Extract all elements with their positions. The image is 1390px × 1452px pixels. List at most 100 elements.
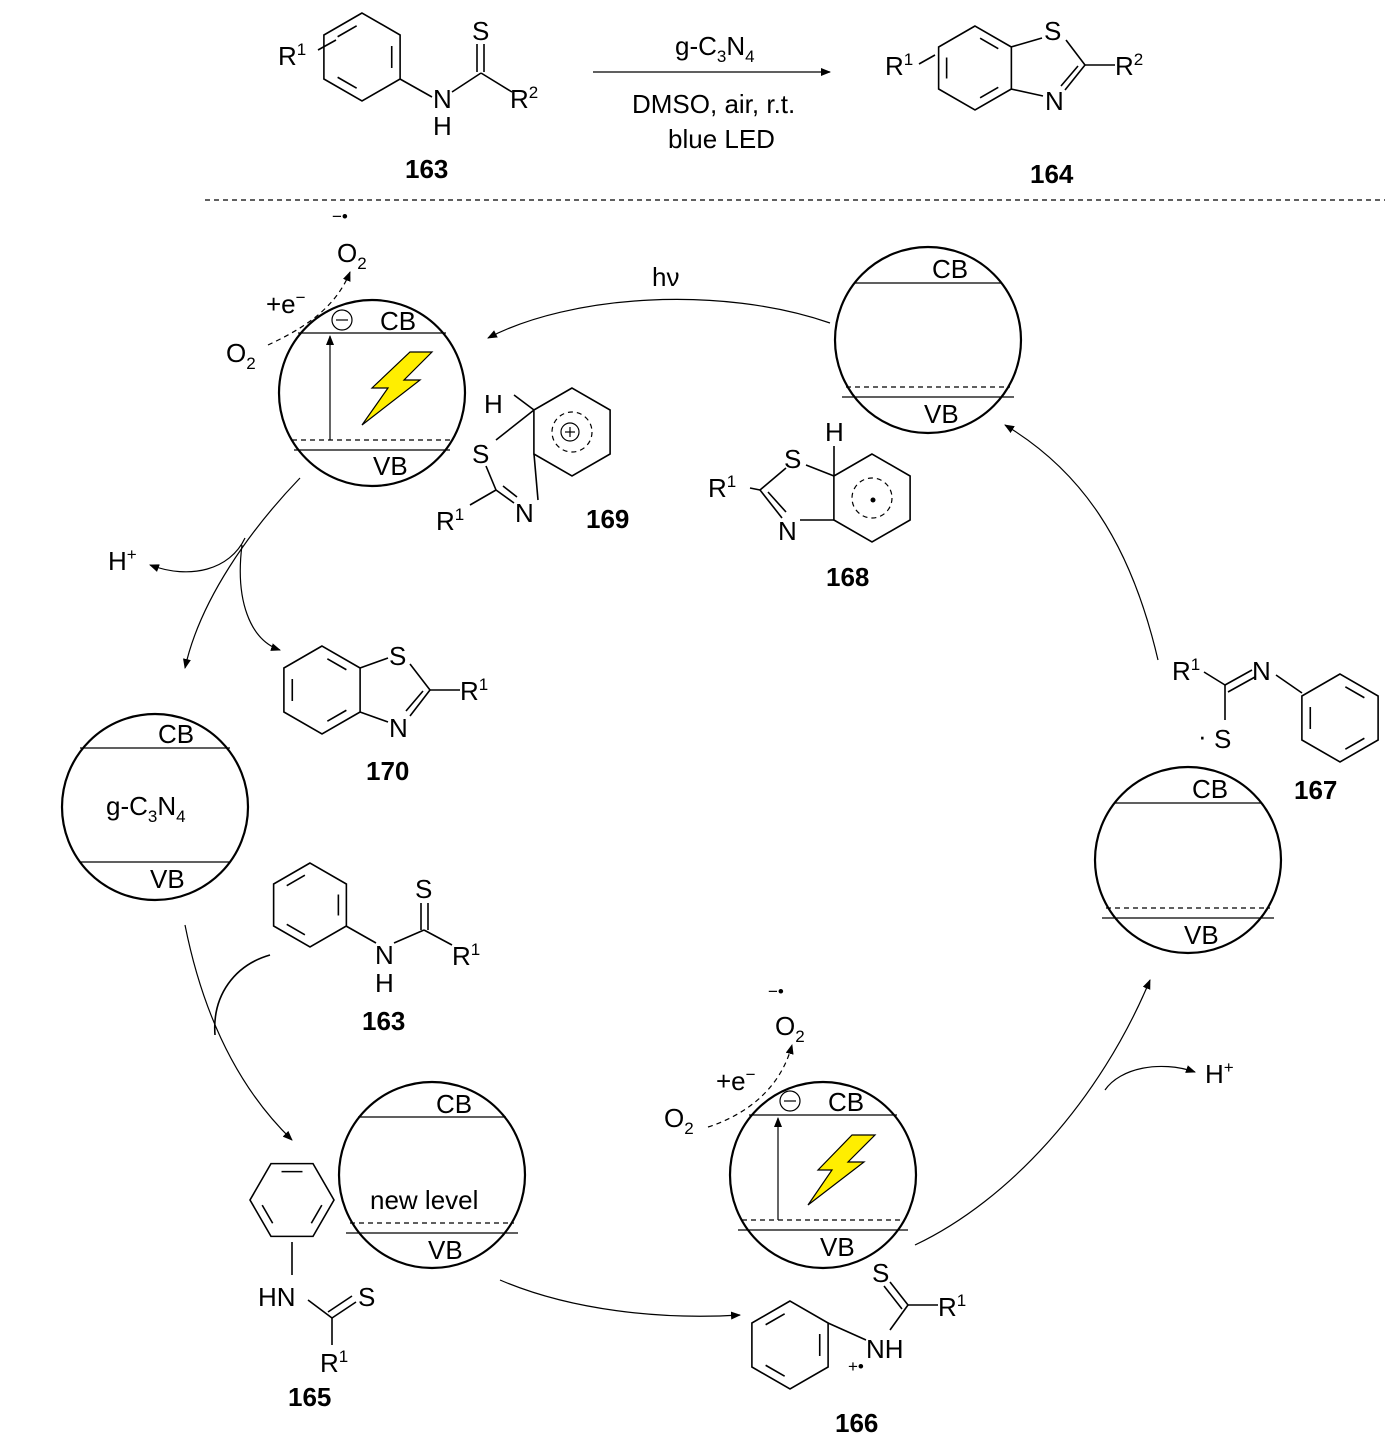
- benzene-ring: [751, 1300, 829, 1390]
- cycle-arrow: [914, 979, 1151, 1246]
- svg-text:−•: −•: [768, 982, 784, 1001]
- svg-text:H: H: [484, 389, 503, 419]
- svg-text:R1: R1: [452, 940, 480, 971]
- cycle-arrow: [1004, 424, 1159, 661]
- proton-release-arrow: [149, 537, 246, 573]
- band-circle-right: CB VB: [1093, 765, 1283, 955]
- double-bond-line: [261, 1204, 274, 1224]
- svg-text:H: H: [433, 111, 452, 141]
- reactant-163: N H S R1 163: [272, 862, 480, 1036]
- double-bond-line: [337, 25, 358, 38]
- svg-text:VB: VB: [924, 399, 959, 429]
- compound-label: 163: [405, 154, 448, 184]
- double-bond-line: [979, 86, 999, 99]
- svg-text:H: H: [825, 417, 844, 447]
- double-bond-line: [1344, 737, 1365, 750]
- band-circle-excited-top: CB VB: [277, 298, 467, 488]
- double-bond-line: [765, 1364, 786, 1377]
- svg-text:S: S: [358, 1282, 375, 1312]
- catalyst-label: g-C3N4: [106, 791, 186, 826]
- svg-text:163: 163: [362, 1006, 405, 1036]
- svg-text:S: S: [415, 874, 432, 904]
- svg-text:O2: O2: [775, 1011, 805, 1046]
- svg-text:N: N: [778, 516, 797, 546]
- svg-text:S: S: [784, 444, 801, 474]
- svg-text:R1: R1: [1172, 655, 1200, 686]
- svg-text:N: N: [1045, 86, 1064, 116]
- svg-text:−•: −•: [332, 207, 348, 226]
- band-circle-top-right: CB VB: [833, 245, 1023, 435]
- svg-text:R1: R1: [436, 505, 464, 536]
- oxygen-reduction-top: O2 +e− O2 −•: [226, 207, 367, 373]
- oxygen-reduction-bottom: O2 +e− O2 −•: [664, 982, 805, 1138]
- svg-text:CB: CB: [158, 719, 194, 749]
- svg-text:N: N: [515, 498, 534, 528]
- band-circle-new-level: CB new level VB: [337, 1080, 527, 1270]
- svg-text:NH: NH: [866, 1334, 904, 1364]
- svg-text:N: N: [1252, 656, 1271, 686]
- double-bond-line: [286, 923, 306, 936]
- lightning-icon: [361, 351, 434, 426]
- intermediate-169: H S N R1 169: [436, 387, 629, 536]
- svg-text:S: S: [872, 1258, 889, 1288]
- band-circle-ground-left: CB VB g-C3N4: [60, 712, 250, 902]
- proton-release-arrow: [1104, 1065, 1196, 1091]
- compound-label: 164: [1030, 159, 1074, 189]
- svg-text:R1: R1: [320, 1347, 348, 1378]
- svg-text:DMSO, air, r.t.: DMSO, air, r.t.: [632, 89, 795, 119]
- svg-text:+e−: +e−: [266, 288, 306, 319]
- product-170: S N R1 170: [283, 641, 488, 786]
- svg-text:N: N: [389, 713, 408, 743]
- svg-text:CB: CB: [932, 254, 968, 284]
- svg-text:R1: R1: [938, 1291, 966, 1322]
- svg-text:S: S: [1044, 16, 1061, 46]
- svg-text:CB: CB: [380, 306, 416, 336]
- cycle-arrow: [183, 477, 301, 669]
- svg-text:166: 166: [835, 1408, 878, 1438]
- svg-text:VB: VB: [1184, 920, 1219, 950]
- svg-text:H: H: [375, 968, 394, 998]
- intermediate-168: H S N R1 168: [708, 417, 911, 592]
- svg-text:S: S: [472, 439, 489, 469]
- double-bond-line: [337, 76, 358, 89]
- benzene-ring: [249, 1162, 335, 1238]
- plus-charge-icon: [560, 422, 580, 442]
- reaction-arrow: g-C3N4 DMSO, air, r.t. blue LED: [593, 31, 831, 154]
- svg-text:170: 170: [366, 756, 409, 786]
- substrate-entry-arrow: [214, 954, 271, 1036]
- thiyl-radical-167: R1 N S · 167: [1172, 655, 1379, 805]
- svg-text:S: S: [472, 16, 489, 46]
- double-bond-line: [979, 37, 999, 50]
- svg-text:168: 168: [826, 562, 869, 592]
- proton-label: H+: [1205, 1058, 1234, 1089]
- new-level-label: new level: [370, 1185, 478, 1215]
- svg-text:+•: +•: [848, 1357, 864, 1376]
- svg-text:R1: R1: [708, 472, 736, 503]
- benzene-ring: [937, 25, 1013, 111]
- benzene-ring: [1301, 673, 1379, 763]
- electron-minus-icon: [331, 309, 353, 331]
- double-bond-line: [326, 709, 347, 722]
- radical-dot-icon: ·: [1198, 721, 1207, 751]
- svg-text:VB: VB: [820, 1232, 855, 1262]
- proton-label: H+: [108, 545, 137, 576]
- svg-text:R1: R1: [460, 675, 488, 706]
- svg-text:167: 167: [1294, 775, 1337, 805]
- svg-text:O2: O2: [337, 238, 367, 273]
- reactant-163-top: R1 N H S R2 163: [278, 12, 538, 184]
- double-bond-line: [1344, 686, 1365, 699]
- catalyst-text: g-C3N4: [675, 31, 755, 66]
- cycle-arrow: [184, 924, 293, 1141]
- svg-text:R1: R1: [885, 50, 913, 81]
- double-bond-line: [765, 1313, 786, 1326]
- svg-text:S: S: [1214, 724, 1231, 754]
- lightning-icon: [807, 1134, 877, 1206]
- svg-text:S: S: [389, 641, 406, 671]
- product-release-arrow: [239, 544, 281, 651]
- product-164-top: S N R2 R1 164: [885, 16, 1143, 189]
- svg-text:R2: R2: [1115, 50, 1143, 81]
- hv-arrow: [487, 298, 831, 339]
- complex-165: HN S R1 165: [249, 1162, 375, 1412]
- svg-text:CB: CB: [1192, 774, 1228, 804]
